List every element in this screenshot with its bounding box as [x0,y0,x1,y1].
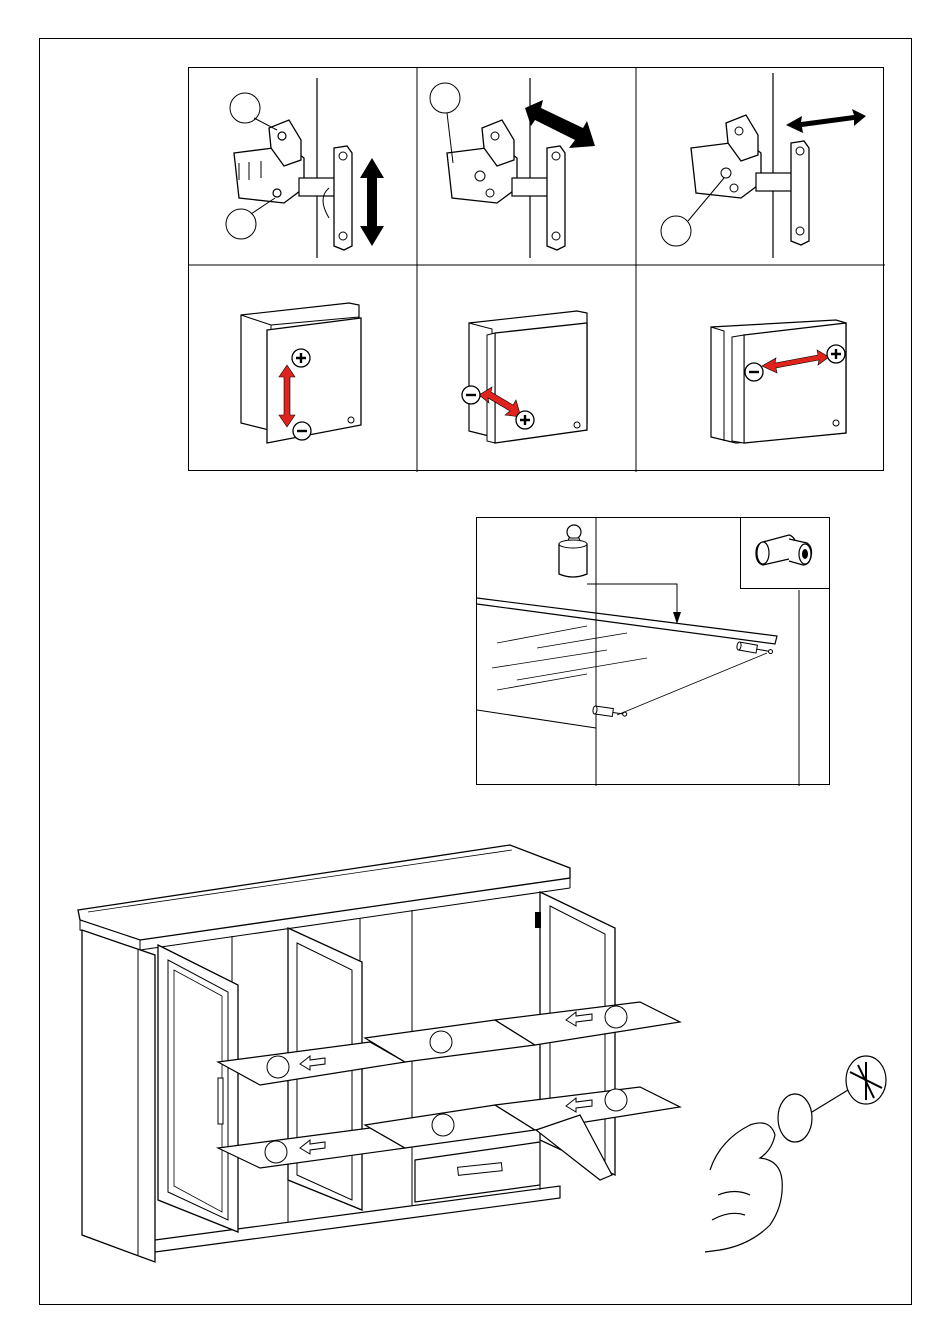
hand-icon [705,1123,782,1252]
shelf-support-icon [778,1056,886,1142]
